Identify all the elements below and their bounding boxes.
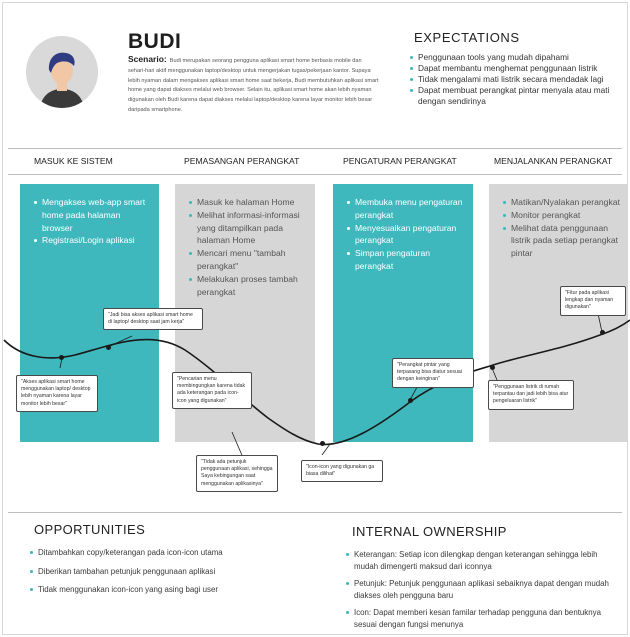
divider <box>8 148 622 149</box>
scenario-label: Scenario: <box>128 54 167 64</box>
persona-name: BUDI <box>128 30 182 53</box>
divider <box>8 512 622 513</box>
expectation-item: Penggunaan tools yang mudah dipahami <box>408 52 620 63</box>
ownership-item: Icon: Dapat memberi kesan familar terhad… <box>344 607 620 630</box>
curve-point <box>408 398 413 403</box>
curve-point <box>320 441 325 446</box>
expectations-list: Penggunaan tools yang mudah dipahami Dap… <box>408 52 620 107</box>
stage-step: Mengakses web-app smart home pada halama… <box>34 196 151 234</box>
stage-title: MASUK KE SISTEM <box>34 156 113 166</box>
ownership-title: INTERNAL OWNERSHIP <box>352 524 507 539</box>
journey-note: "Akses aplikasi smart home menggunakan l… <box>16 375 98 412</box>
stage-step: Registrasi/Login aplikasi <box>34 234 151 247</box>
stage-step: Simpan pengaturan perangkat <box>347 247 465 273</box>
opportunity-item: Tidak menggunakan icon-icon yang asing b… <box>28 584 318 596</box>
stage-step: Masuk ke halaman Home <box>189 196 307 209</box>
curve-point <box>490 365 495 370</box>
persona-scenario: Scenario:Budi merupakan seorang pengguna… <box>128 54 380 116</box>
stage-column-pengaturan: Membuka menu pengaturan perangkat Menyes… <box>333 184 473 442</box>
stage-step: Matikan/Nyalakan perangkat <box>503 196 620 209</box>
persona-avatar <box>26 36 98 108</box>
opportunity-item: Ditambahkan copy/keterangan pada icon-ic… <box>28 547 318 559</box>
curve-point <box>59 355 64 360</box>
opportunity-item: Diberikan tambahan petunjuk penggunaan a… <box>28 566 318 578</box>
ownership-item: Petunjuk: Petunjuk penggunaan aplikasi s… <box>344 578 620 601</box>
stage-step: Membuka menu pengaturan perangkat <box>347 196 465 222</box>
stage-title: PENGATURAN PERANGKAT <box>343 156 457 166</box>
stage-step: Melihat data penggunaan listrik pada set… <box>503 222 620 260</box>
stage-step: Menyesuaikan pengaturan perangkat <box>347 222 465 248</box>
journey-note: "Perangkat pintar yang terpasang bisa di… <box>392 358 474 388</box>
expectation-item: Dapat membuat perangkat pintar menyala a… <box>408 85 620 107</box>
journey-note: "Pencarian menu membingungkan karena tid… <box>172 372 252 409</box>
stage-title: PEMASANGAN PERANGKAT <box>184 156 300 166</box>
stage-title: MENJALANKAN PERANGKAT <box>494 156 613 166</box>
stage-step: Melihat informasi-informasi yang ditampi… <box>189 209 307 247</box>
ownership-item: Keterangan: Setiap icon dilengkap dengan… <box>344 549 620 572</box>
opportunities-title: OPPORTUNITIES <box>34 522 146 537</box>
opportunities-list: Ditambahkan copy/keterangan pada icon-ic… <box>28 547 318 603</box>
divider <box>8 174 622 175</box>
curve-point <box>106 345 111 350</box>
journey-note: "Jadi bisa akses aplikasi smart home di … <box>103 308 203 331</box>
curve-point <box>600 330 605 335</box>
ownership-list: Keterangan: Setiap icon dilengkap dengan… <box>344 549 620 636</box>
journey-note: "Tidak ada petunjuk penggunaan aplikasi,… <box>196 455 278 492</box>
stage-step: Monitor perangkat <box>503 209 620 222</box>
expectation-item: Tidak mengalami mati listrik secara mend… <box>408 74 620 85</box>
journey-note: "Fitur pada aplikasi lengkap dan nyaman … <box>560 286 626 316</box>
expectations-title: EXPECTATIONS <box>414 30 520 45</box>
stage-step: Mencari menu "tambah perangkat" <box>189 247 307 273</box>
journey-note: "Icon-icon yang digunakan ga biasa dilih… <box>301 460 383 483</box>
person-icon <box>26 36 98 108</box>
stage-step: Melakukan proses tambah perangkat <box>189 273 307 299</box>
expectation-item: Dapat membantu menghemat penggunaan list… <box>408 63 620 74</box>
scenario-text: Budi merupakan seorang pengguna aplikasi… <box>128 58 379 113</box>
journey-note: "Penggunaan listrik di rumah terpantau d… <box>488 380 574 410</box>
